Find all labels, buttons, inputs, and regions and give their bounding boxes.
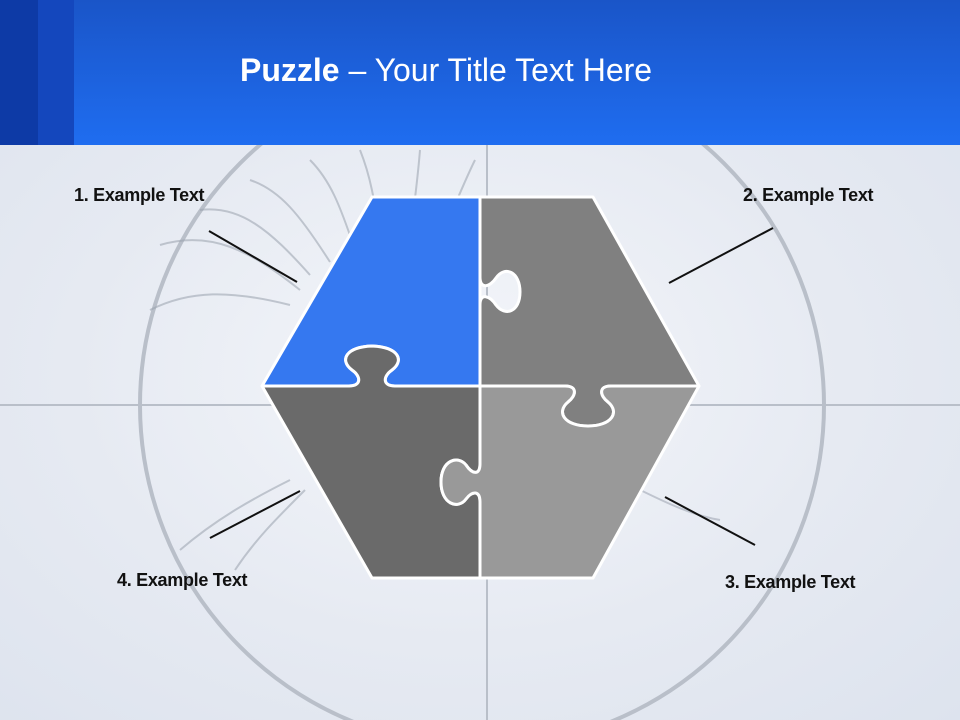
connector-line-1 <box>208 230 298 283</box>
label-3: 3. Example Text <box>725 572 856 592</box>
label-1: 1. Example Text <box>74 185 205 205</box>
slide-title: Puzzle – Your Title Text Here <box>240 50 652 90</box>
connector-lines <box>208 227 774 546</box>
header-accent-strip <box>0 0 38 145</box>
puzzle-piece-bottom-right <box>439 384 701 580</box>
header-accent-strip <box>38 0 74 145</box>
puzzle-hexagon <box>260 195 701 580</box>
title-bold: Puzzle <box>240 52 340 88</box>
label-2: 2. Example Text <box>743 185 874 205</box>
connector-line-2 <box>668 227 774 284</box>
title-rest: – Your Title Text Here <box>348 52 653 88</box>
label-4: 4. Example Text <box>117 570 248 590</box>
connector-line-4 <box>209 490 301 539</box>
header-band: Puzzle – Your Title Text Here <box>0 0 960 145</box>
connector-line-3 <box>664 496 756 546</box>
